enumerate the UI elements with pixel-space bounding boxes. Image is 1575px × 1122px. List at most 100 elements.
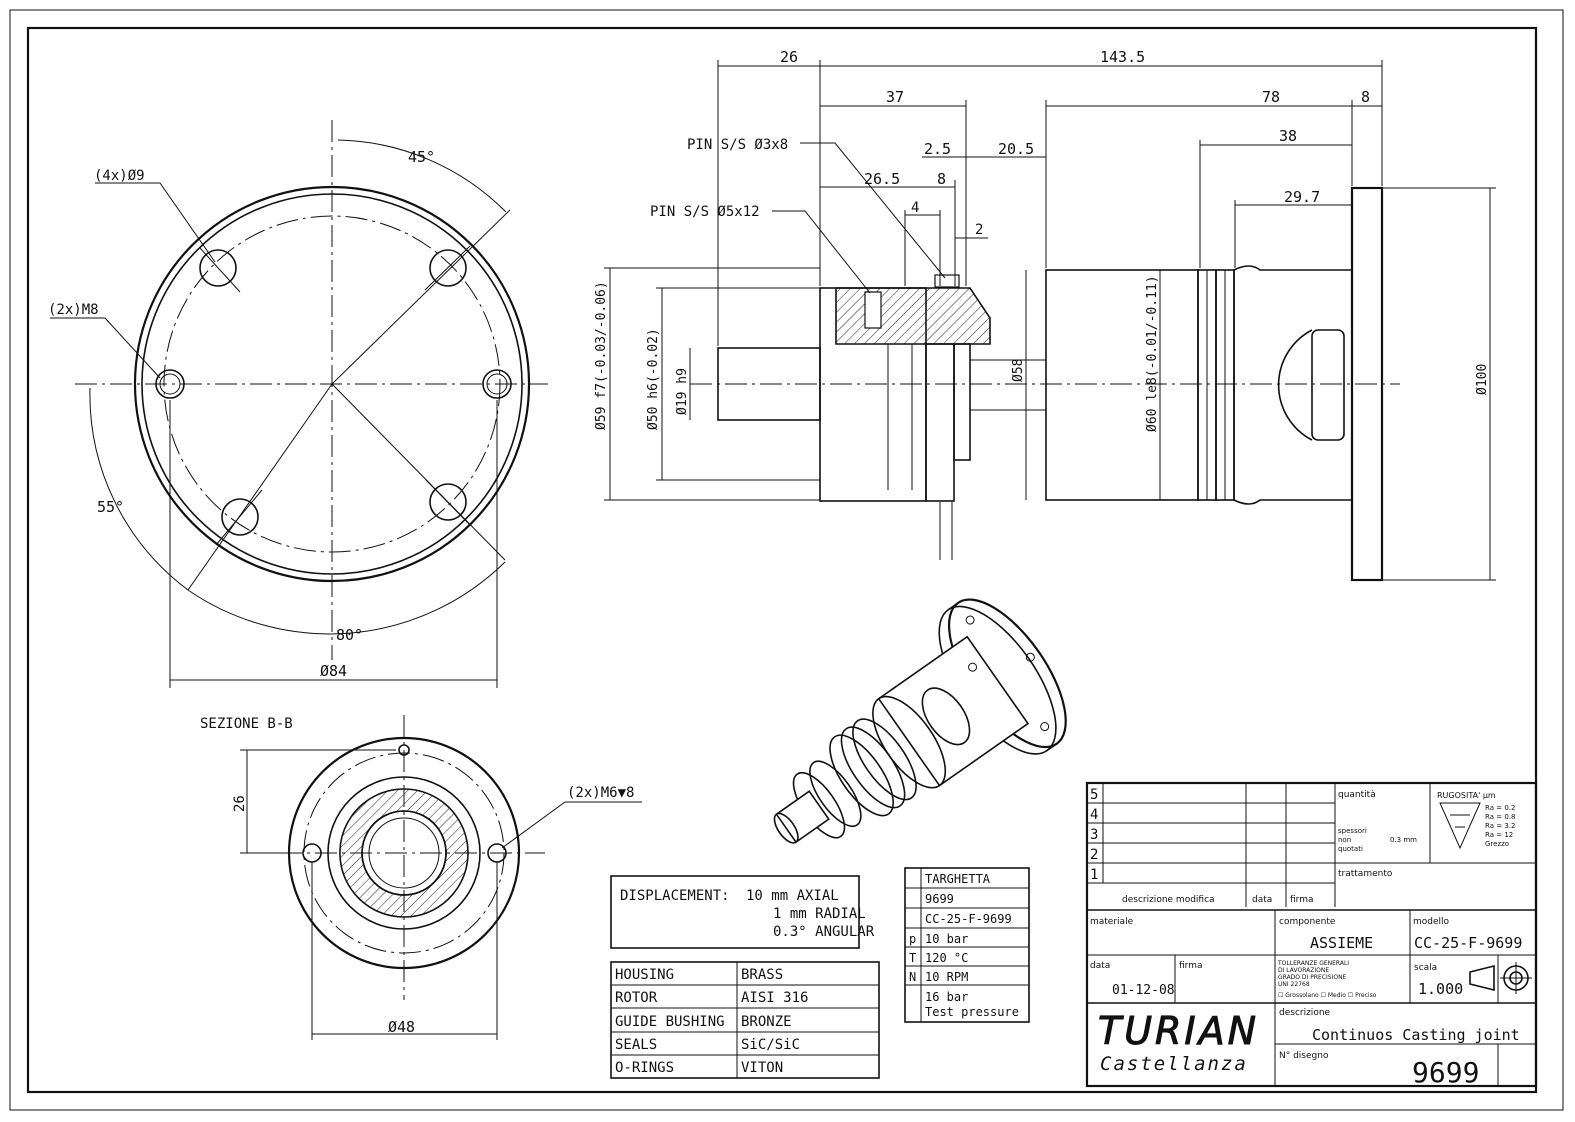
trattamento-label: trattamento xyxy=(1338,869,1393,879)
materiale-label: materiale xyxy=(1090,917,1134,927)
disegno-label: N° disegno xyxy=(1279,1051,1329,1061)
section-threads-label: (2x)M6▼8 xyxy=(567,785,634,801)
displacement-axial: 10 mm AXIAL xyxy=(746,888,839,904)
hole-top-left xyxy=(199,249,237,287)
svg-text:GRADO DI PRECISIONE: GRADO DI PRECISIONE xyxy=(1278,974,1347,981)
dim-37: 37 xyxy=(886,88,904,106)
targhetta-title: TARGHETTA xyxy=(925,872,991,886)
arc-55 xyxy=(89,387,189,591)
dim-78: 78 xyxy=(1262,88,1280,106)
mat-material-5: VITON xyxy=(741,1060,783,1076)
outer-frame xyxy=(9,9,1564,1111)
dim-8-mid: 8 xyxy=(937,170,946,188)
modello-value: CC-25-F-9699 xyxy=(1414,934,1522,952)
threads-label: (2x)M8 xyxy=(48,302,99,318)
arc-45 xyxy=(337,139,507,213)
thread-right xyxy=(482,369,512,399)
dim-2: 2 xyxy=(975,222,983,238)
rev-5: 5 xyxy=(1090,787,1098,803)
rev-2: 2 xyxy=(1090,847,1098,863)
pin-1-label: PIN S/S Ø3x8 xyxy=(687,137,788,153)
holes-label: (4x)Ø9 xyxy=(94,168,145,184)
svg-text:Grezzo: Grezzo xyxy=(1485,840,1509,848)
displacement-angular: 0.3° ANGULAR xyxy=(773,924,875,940)
diameter-48-label: Ø48 xyxy=(388,1018,415,1036)
svg-text:TOLLERANZE GENERALI: TOLLERANZE GENERALI xyxy=(1277,960,1349,967)
diameter-84-label: Ø84 xyxy=(320,662,347,680)
hole-bottom-left xyxy=(221,498,259,536)
spessori-3: quotati xyxy=(1338,845,1363,853)
section-height-label: 26 xyxy=(232,795,248,812)
svg-text:DI LAVORAZIONE: DI LAVORAZIONE xyxy=(1278,967,1329,974)
company-city: Castellanza xyxy=(1100,1053,1248,1075)
dia-19-label: Ø19 h9 xyxy=(675,368,690,415)
mat-material-1: BRASS xyxy=(741,967,783,983)
displacement-radial: 1 mm RADIAL xyxy=(773,906,866,922)
svg-text:UNI 22768: UNI 22768 xyxy=(1278,981,1310,988)
svg-text:☐ Grossolano ☐ Medio ☐ Preciso: ☐ Grossolano ☐ Medio ☐ Preciso xyxy=(1278,992,1377,999)
dim-20-5: 20.5 xyxy=(998,140,1034,158)
svg-text:Ra = 0.8: Ra = 0.8 xyxy=(1485,813,1515,821)
angle-45-label: 45° xyxy=(408,148,435,166)
displacement-label: DISPLACEMENT: xyxy=(620,888,730,904)
isometric-view xyxy=(773,598,1067,844)
targhetta-key-3: p xyxy=(909,932,916,946)
scala-value: 1.000 xyxy=(1418,980,1463,998)
front-view: (4x)Ø9 (2x)M8 45° 55° 80° Ø84 xyxy=(48,120,548,688)
mat-material-4: SiC/SiC xyxy=(741,1037,800,1053)
mat-part-1: HOUSING xyxy=(615,967,674,983)
roughness-symbol xyxy=(1439,802,1481,850)
componente-label: componente xyxy=(1279,917,1336,927)
scala-label: scala xyxy=(1414,963,1437,973)
rugosita-label: RUGOSITA' µm xyxy=(1437,791,1496,800)
targhetta-test-pressure: Test pressure xyxy=(925,1005,1019,1019)
flange-inner-circle xyxy=(141,193,523,575)
spessori-1: spessori xyxy=(1338,827,1367,835)
dia-58-label: Ø58 xyxy=(1011,359,1026,382)
modello-label: modello xyxy=(1413,917,1450,927)
section-view: SEZIONE B-B 26 (2x)M6▼8 Ø48 xyxy=(200,715,642,1040)
housing xyxy=(1045,269,1199,501)
dim-8-top: 8 xyxy=(1361,88,1370,106)
mat-part-2: ROTOR xyxy=(615,990,658,1006)
targhetta-value-4: 120 °C xyxy=(925,951,968,965)
pin-2-label: PIN S/S Ø5x12 xyxy=(650,204,760,220)
angle-55-label: 55° xyxy=(97,498,124,516)
targhetta-key-4: T xyxy=(909,951,916,965)
rev-3: 3 xyxy=(1090,827,1098,843)
quantita-label: quantità xyxy=(1338,790,1376,800)
company-logo: TURIAN xyxy=(1098,1009,1259,1053)
disegno-value: 9699 xyxy=(1412,1056,1479,1089)
arc-80 xyxy=(187,561,506,635)
mat-material-3: BRONZE xyxy=(741,1014,792,1030)
dim-29-7: 29.7 xyxy=(1284,188,1320,206)
dim-143-5: 143.5 xyxy=(1100,48,1145,66)
section-title: SEZIONE B-B xyxy=(200,716,293,732)
title-block: 5 4 3 2 1 descrizione modifica data firm… xyxy=(1085,781,1538,1089)
targhetta-value-1: 9699 xyxy=(925,892,954,906)
mat-part-5: O-RINGS xyxy=(615,1060,674,1076)
rev-header-data: data xyxy=(1252,895,1272,905)
svg-text:Ra = 12: Ra = 12 xyxy=(1485,831,1513,839)
dia-59-label: Ø59 f7(-0.03/-0.06) xyxy=(594,281,609,430)
side-flange xyxy=(1350,186,1384,582)
displacement-box: DISPLACEMENT: 10 mm AXIAL 1 mm RADIAL 0.… xyxy=(610,875,875,949)
descrizione-value: Continuos Casting joint xyxy=(1312,1026,1520,1044)
rev-1: 1 xyxy=(1090,867,1098,883)
hole-top-right xyxy=(429,249,467,287)
descrizione-label: descrizione xyxy=(1279,1008,1331,1018)
angle-80-label: 80° xyxy=(336,626,363,644)
svg-text:Ra = 0.2: Ra = 0.2 xyxy=(1485,804,1515,812)
dim-4: 4 xyxy=(911,200,919,216)
targhetta-value-5: 10 RPM xyxy=(925,970,968,984)
targhetta-key-5: N xyxy=(909,970,916,984)
dim-2-5: 2.5 xyxy=(924,140,951,158)
dim-38: 38 xyxy=(1279,127,1297,145)
thread-left xyxy=(155,369,185,399)
firma-label: firma xyxy=(1179,961,1203,971)
spessori-2: non xyxy=(1338,836,1351,844)
rev-header-firma: firma xyxy=(1290,895,1314,905)
mat-part-3: GUIDE BUSHING xyxy=(615,1014,725,1030)
rev-header-descr: descrizione modifica xyxy=(1122,895,1215,905)
